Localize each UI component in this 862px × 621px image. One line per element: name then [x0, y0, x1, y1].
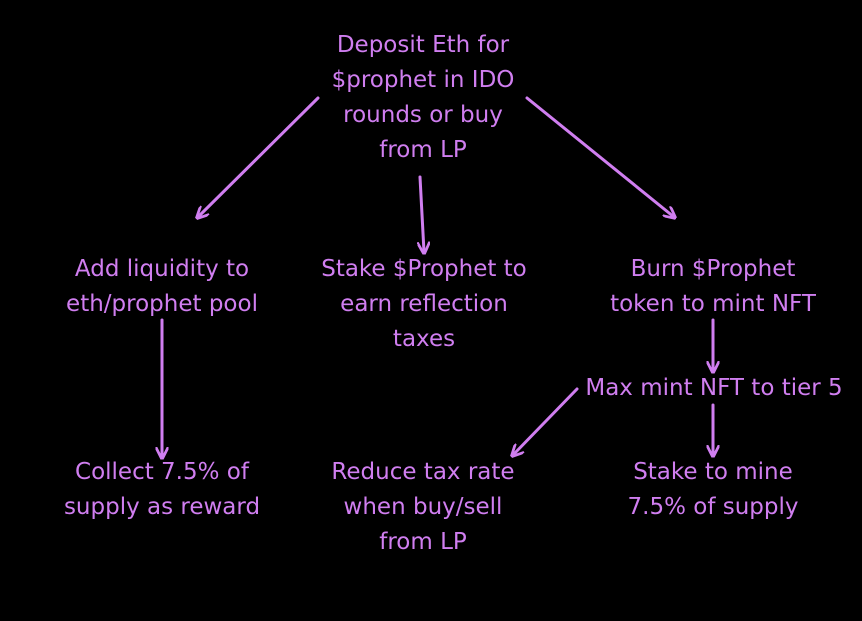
node-line: eth/prophet pool	[66, 291, 258, 317]
node-line: Max mint NFT to tier 5	[585, 375, 843, 401]
node-line: Deposit Eth for	[336, 32, 510, 58]
node-stake-prophet: Stake $Prophet to earn reflection taxes	[304, 252, 544, 357]
node-stake-mine: Stake to mine 7.5% of supply	[608, 455, 818, 525]
node-line: Reduce tax rate	[331, 459, 515, 485]
node-line: Add liquidity to	[74, 256, 250, 282]
node-line: Collect 7.5% of	[75, 459, 249, 485]
node-line: taxes	[392, 326, 456, 352]
node-max-mint: Max mint NFT to tier 5	[580, 371, 848, 406]
node-line: rounds or buy	[343, 102, 503, 128]
node-reduce-tax: Reduce tax rate when buy/sell from LP	[318, 455, 528, 560]
arrow-max-mint-to-reduce-tax	[513, 387, 579, 455]
node-add-liquidity: Add liquidity to eth/prophet pool	[52, 252, 272, 322]
node-collect: Collect 7.5% of supply as reward	[52, 455, 272, 525]
arrow-deposit-to-add-liquidity	[198, 96, 320, 217]
node-line: from LP	[379, 529, 467, 555]
node-line: $prophet in IDO	[331, 67, 515, 93]
node-line: earn reflection	[340, 291, 508, 317]
node-line: Burn $Prophet	[630, 256, 796, 282]
node-line: when buy/sell	[343, 494, 503, 520]
node-line: from LP	[379, 137, 467, 163]
node-line: supply as reward	[63, 494, 261, 520]
node-line: Stake $Prophet to	[321, 256, 527, 282]
node-burn-prophet: Burn $Prophet token to mint NFT	[598, 252, 828, 322]
arrow-deposit-to-stake-prophet	[420, 175, 424, 252]
arrow-deposit-to-burn-prophet	[525, 96, 674, 217]
node-deposit-eth: Deposit Eth for $prophet in IDO rounds o…	[323, 28, 523, 168]
node-line: Stake to mine	[633, 459, 793, 485]
node-line: token to mint NFT	[610, 291, 816, 317]
node-line: 7.5% of supply	[627, 494, 799, 520]
